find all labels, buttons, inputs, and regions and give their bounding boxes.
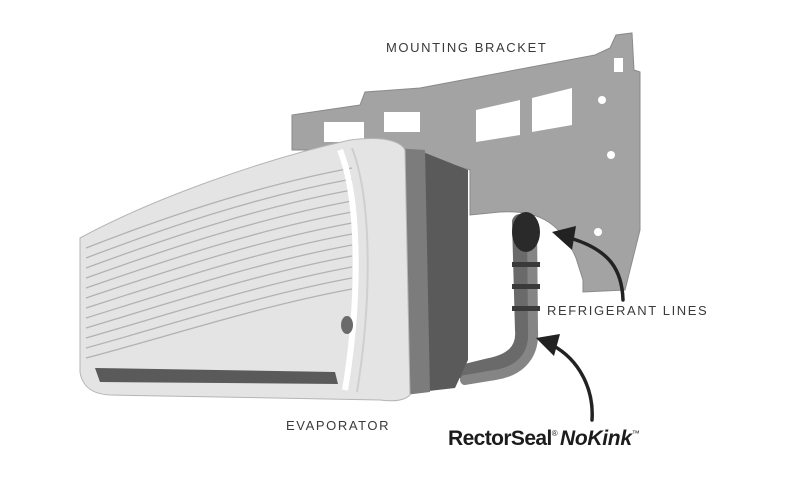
logo-trademark: ™ — [631, 429, 640, 438]
bracket-window — [532, 88, 572, 132]
logo-product: NoKink — [560, 427, 632, 450]
mounting-bracket — [291, 32, 641, 293]
evaporator-louver — [95, 368, 338, 384]
mounting-bracket-label: MOUNTING BRACKET — [386, 40, 548, 55]
logo-brand: RectorSeal — [448, 427, 552, 450]
refrigerant-lines-label: REFRIGERANT LINES — [547, 303, 709, 318]
bracket-hole — [607, 151, 615, 159]
bracket-window — [476, 100, 520, 142]
evaporator-unit — [79, 137, 468, 402]
evaporator-grille — [85, 167, 353, 359]
bracket-slot — [384, 112, 420, 132]
refrigerant-lines — [457, 212, 540, 385]
nokink-arrow — [536, 334, 594, 422]
bracket-slot — [324, 122, 364, 142]
evaporator-indicator — [341, 316, 353, 334]
bracket-hole — [594, 228, 602, 236]
rectorseal-nokink-logo: RectorSeal®NoKink™ — [448, 427, 642, 451]
evaporator-label: EVAPORATOR — [286, 418, 391, 433]
logo-registered-mark: ® — [551, 429, 558, 438]
bracket-hole — [598, 96, 606, 104]
bracket-notch — [614, 58, 623, 72]
pipe-end — [512, 212, 540, 252]
refrigerant-arrow — [552, 226, 625, 302]
